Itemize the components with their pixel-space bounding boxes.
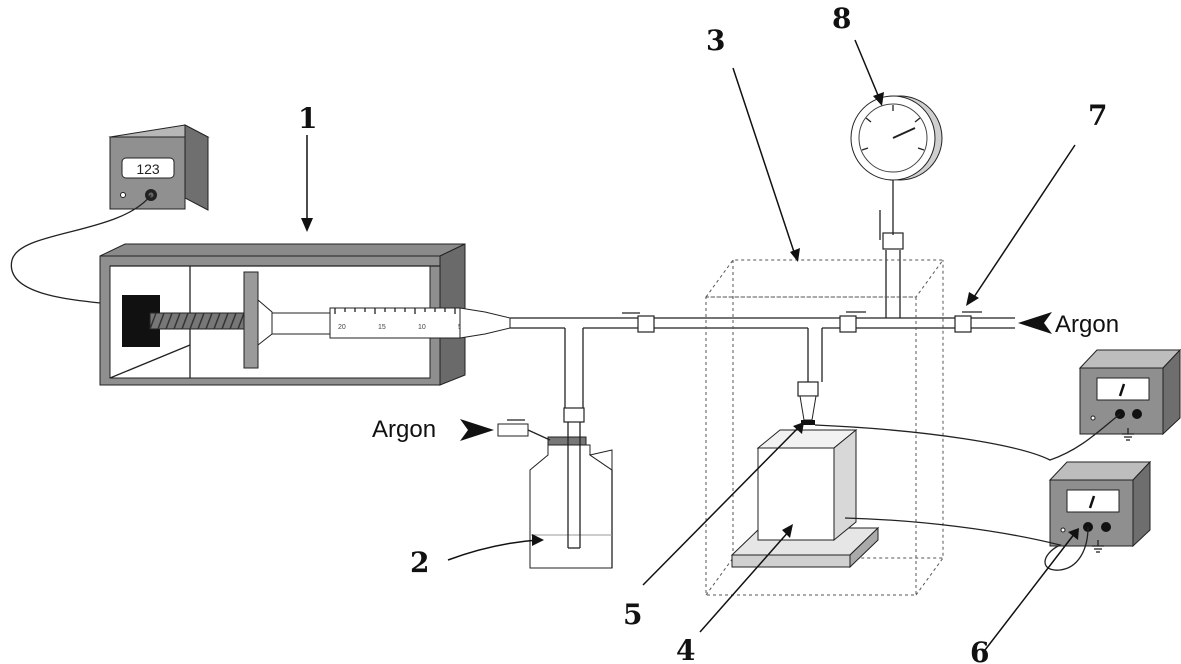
- needle-tip: [801, 420, 815, 425]
- spinneret-needle: [799, 395, 817, 421]
- needle-cable: [814, 413, 1121, 461]
- callout-arrowheads: [301, 92, 1079, 546]
- enclosure-box: [705, 259, 944, 596]
- callout-6: 6: [970, 636, 989, 664]
- callout-3: 3: [706, 24, 725, 57]
- syringe-mark-20: 20: [338, 324, 346, 331]
- supply-display: [121, 157, 175, 179]
- collection-bottle: [497, 419, 613, 569]
- collector: [730, 395, 880, 569]
- argon-inlet-right: Argon: [1018, 311, 1119, 338]
- callout-1: 1: [298, 102, 317, 135]
- syringe-mark-10: 10: [418, 324, 426, 331]
- gauge-needle: [892, 127, 916, 139]
- needle-voltage-meter: [1078, 348, 1181, 441]
- plunger: [271, 312, 331, 335]
- syringe-tip: [459, 307, 511, 339]
- callout-7: 7: [1088, 99, 1107, 132]
- callout-2: 2: [410, 546, 429, 579]
- callout-arrows: [306, 39, 1076, 651]
- callout-8: 8: [832, 2, 851, 35]
- callout-4: 4: [676, 634, 695, 664]
- argon-label-right: Argon: [1055, 311, 1119, 338]
- valves: [563, 232, 982, 423]
- supply-cable: [10, 194, 152, 306]
- collector-voltage-meter: [1048, 460, 1152, 553]
- indicator-led: [120, 192, 126, 198]
- argon-label-bottle: Argon: [372, 416, 436, 443]
- syringe-barrel: [329, 307, 461, 339]
- pressure-gauge: [850, 95, 943, 240]
- callout-5: 5: [623, 598, 642, 631]
- syringe-mark-15: 15: [378, 324, 386, 331]
- supply-display-value: 123: [136, 161, 160, 177]
- tubing: [510, 250, 1015, 410]
- argon-inlet-bottle: Argon: [372, 416, 494, 443]
- collector-block: [757, 447, 835, 541]
- high-voltage-supply: 123: [108, 124, 210, 211]
- syringe-pump: 20 15 10 5: [99, 243, 511, 386]
- collector-cable: [844, 517, 1089, 571]
- pusher-plate: [243, 271, 259, 369]
